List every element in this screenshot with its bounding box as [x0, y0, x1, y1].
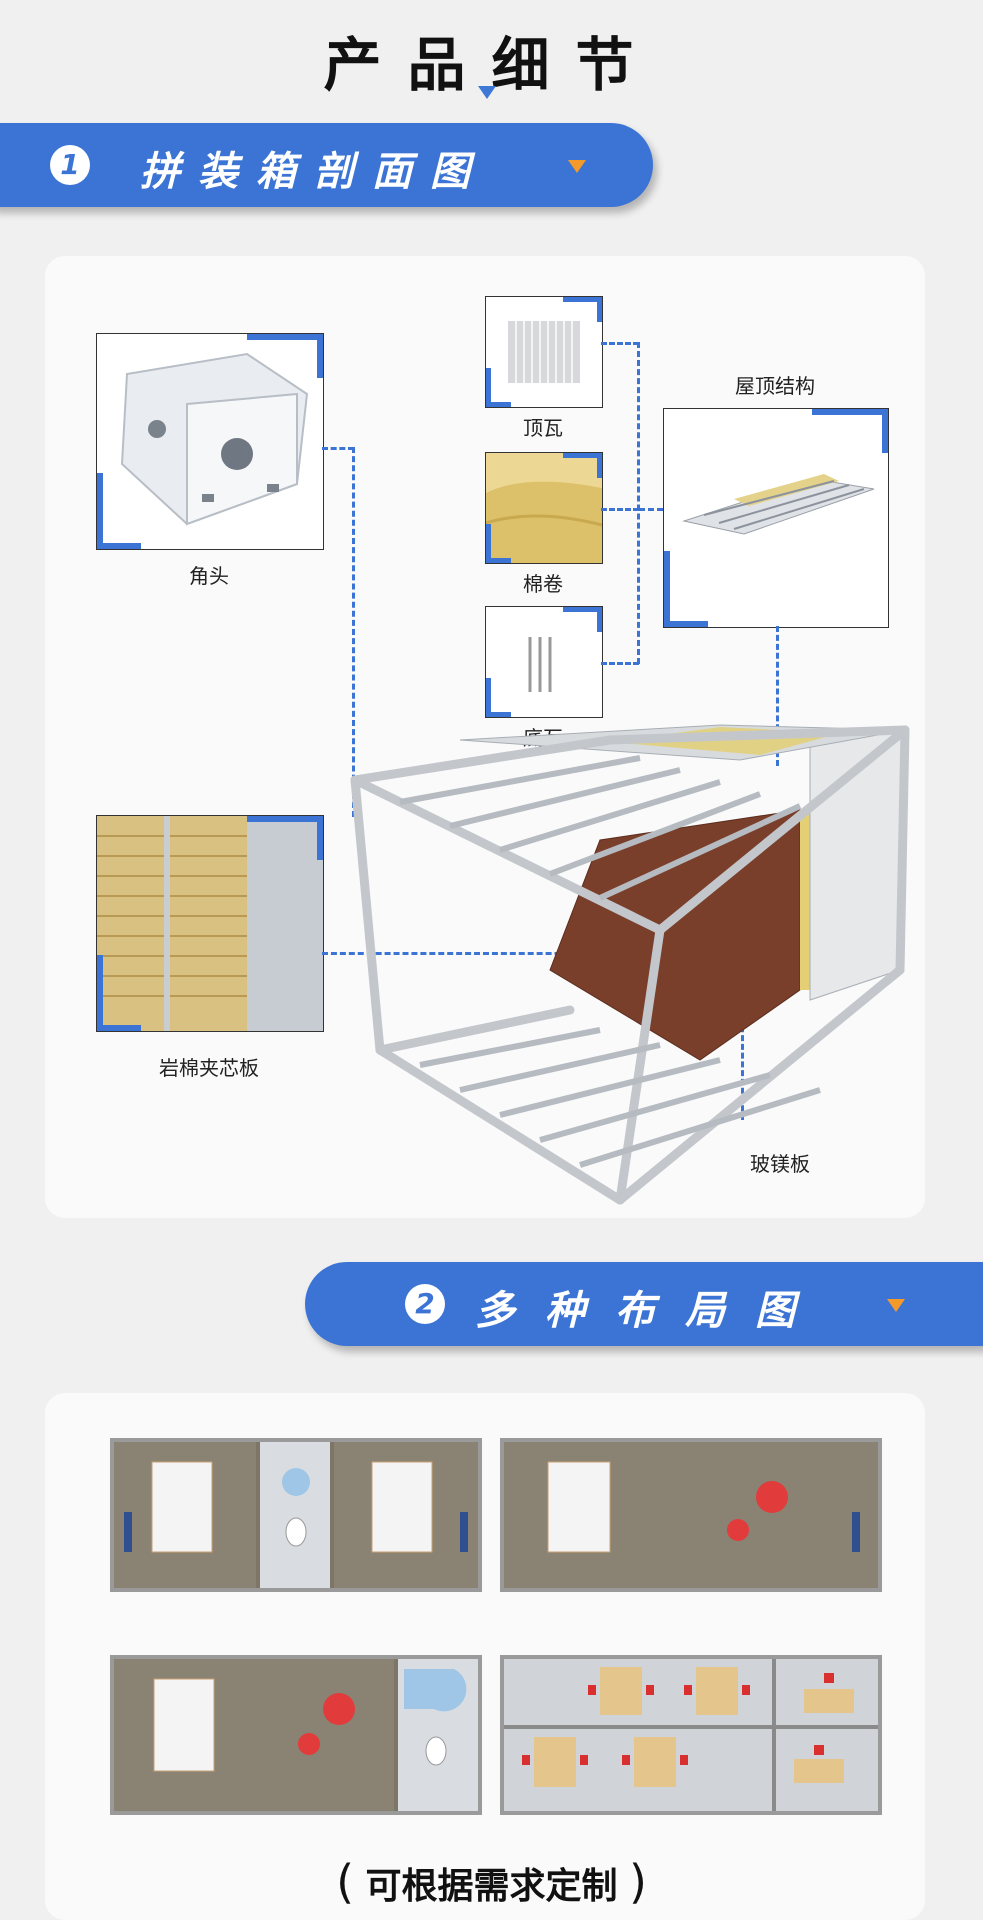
floor-plan-image — [114, 1659, 478, 1811]
photo-frame-corner — [247, 334, 323, 378]
section1-number: 1 — [50, 145, 90, 185]
connector-line — [601, 662, 639, 665]
photo-frame-corner — [812, 409, 888, 453]
roof-structure-image — [682, 474, 875, 535]
open-paren: ( — [336, 1855, 355, 1909]
rock-wool-photo — [96, 815, 324, 1032]
floor-plan-two-bedroom — [110, 1438, 482, 1592]
section2-title: 多种布局图 — [475, 1288, 825, 1334]
photo-frame-corner — [664, 551, 708, 627]
top-tile-label: 顶瓦 — [523, 416, 563, 440]
cotton-roll-label: 棉卷 — [523, 572, 563, 596]
connector-line — [601, 342, 639, 345]
connector-line — [601, 508, 639, 511]
bottom-tile-photo — [485, 606, 603, 718]
glass-mg-board-label: 玻镁板 — [750, 1152, 810, 1176]
container-frame-drawing — [350, 724, 910, 1205]
bottom-tile-image — [528, 637, 552, 692]
top-tile-image — [508, 321, 580, 383]
floor-plan-office — [500, 1655, 882, 1815]
photo-frame-corner — [563, 607, 602, 632]
rock-wool-panel-image — [97, 816, 323, 1031]
connector-line — [639, 508, 663, 511]
connector-line — [637, 342, 640, 664]
rock-wool-label: 岩棉夹芯板 — [159, 1056, 259, 1080]
roof-structure-label: 屋顶结构 — [735, 374, 815, 398]
connector-line — [741, 1000, 744, 1120]
corner-photo — [96, 333, 324, 550]
title-pointer-icon — [478, 86, 496, 99]
photo-frame-corner — [486, 678, 511, 717]
section1-title: 拼装箱剖面图 — [140, 149, 488, 195]
connector-line — [776, 626, 779, 766]
photo-frame-corner — [486, 524, 511, 563]
close-paren: ) — [628, 1855, 647, 1909]
section2-number: 2 — [405, 1284, 445, 1324]
orange-arrow-icon — [887, 1299, 905, 1312]
photo-frame-corner — [563, 453, 602, 478]
floor-plan-image — [114, 1442, 478, 1588]
photo-frame-corner — [97, 473, 141, 549]
floor-plan-studio — [500, 1438, 882, 1592]
customization-note: ( 可根据需求定制 ) — [0, 1855, 983, 1909]
cotton-roll-photo — [485, 452, 603, 564]
section2-banner: 2 多种布局图 — [305, 1262, 983, 1346]
cotton-roll-image — [486, 453, 602, 563]
corner-label: 角头 — [189, 564, 229, 588]
floor-plan-bedroom-bath — [110, 1655, 482, 1815]
photo-frame-corner — [97, 955, 141, 1031]
orange-arrow-icon — [568, 160, 586, 173]
roof-structure-photo — [663, 408, 889, 628]
top-tile-photo — [485, 296, 603, 408]
corner-fitting-image — [120, 352, 309, 526]
connector-line — [352, 447, 355, 817]
photo-frame-corner — [247, 816, 323, 860]
photo-frame-corner — [486, 368, 511, 407]
customization-text: 可根据需求定制 — [365, 1866, 618, 1907]
section1-banner: 1 拼装箱剖面图 — [0, 123, 653, 207]
connector-line — [322, 447, 354, 450]
floor-plan-image — [504, 1442, 878, 1588]
floor-plan-image — [504, 1659, 878, 1811]
photo-frame-corner — [563, 297, 602, 322]
